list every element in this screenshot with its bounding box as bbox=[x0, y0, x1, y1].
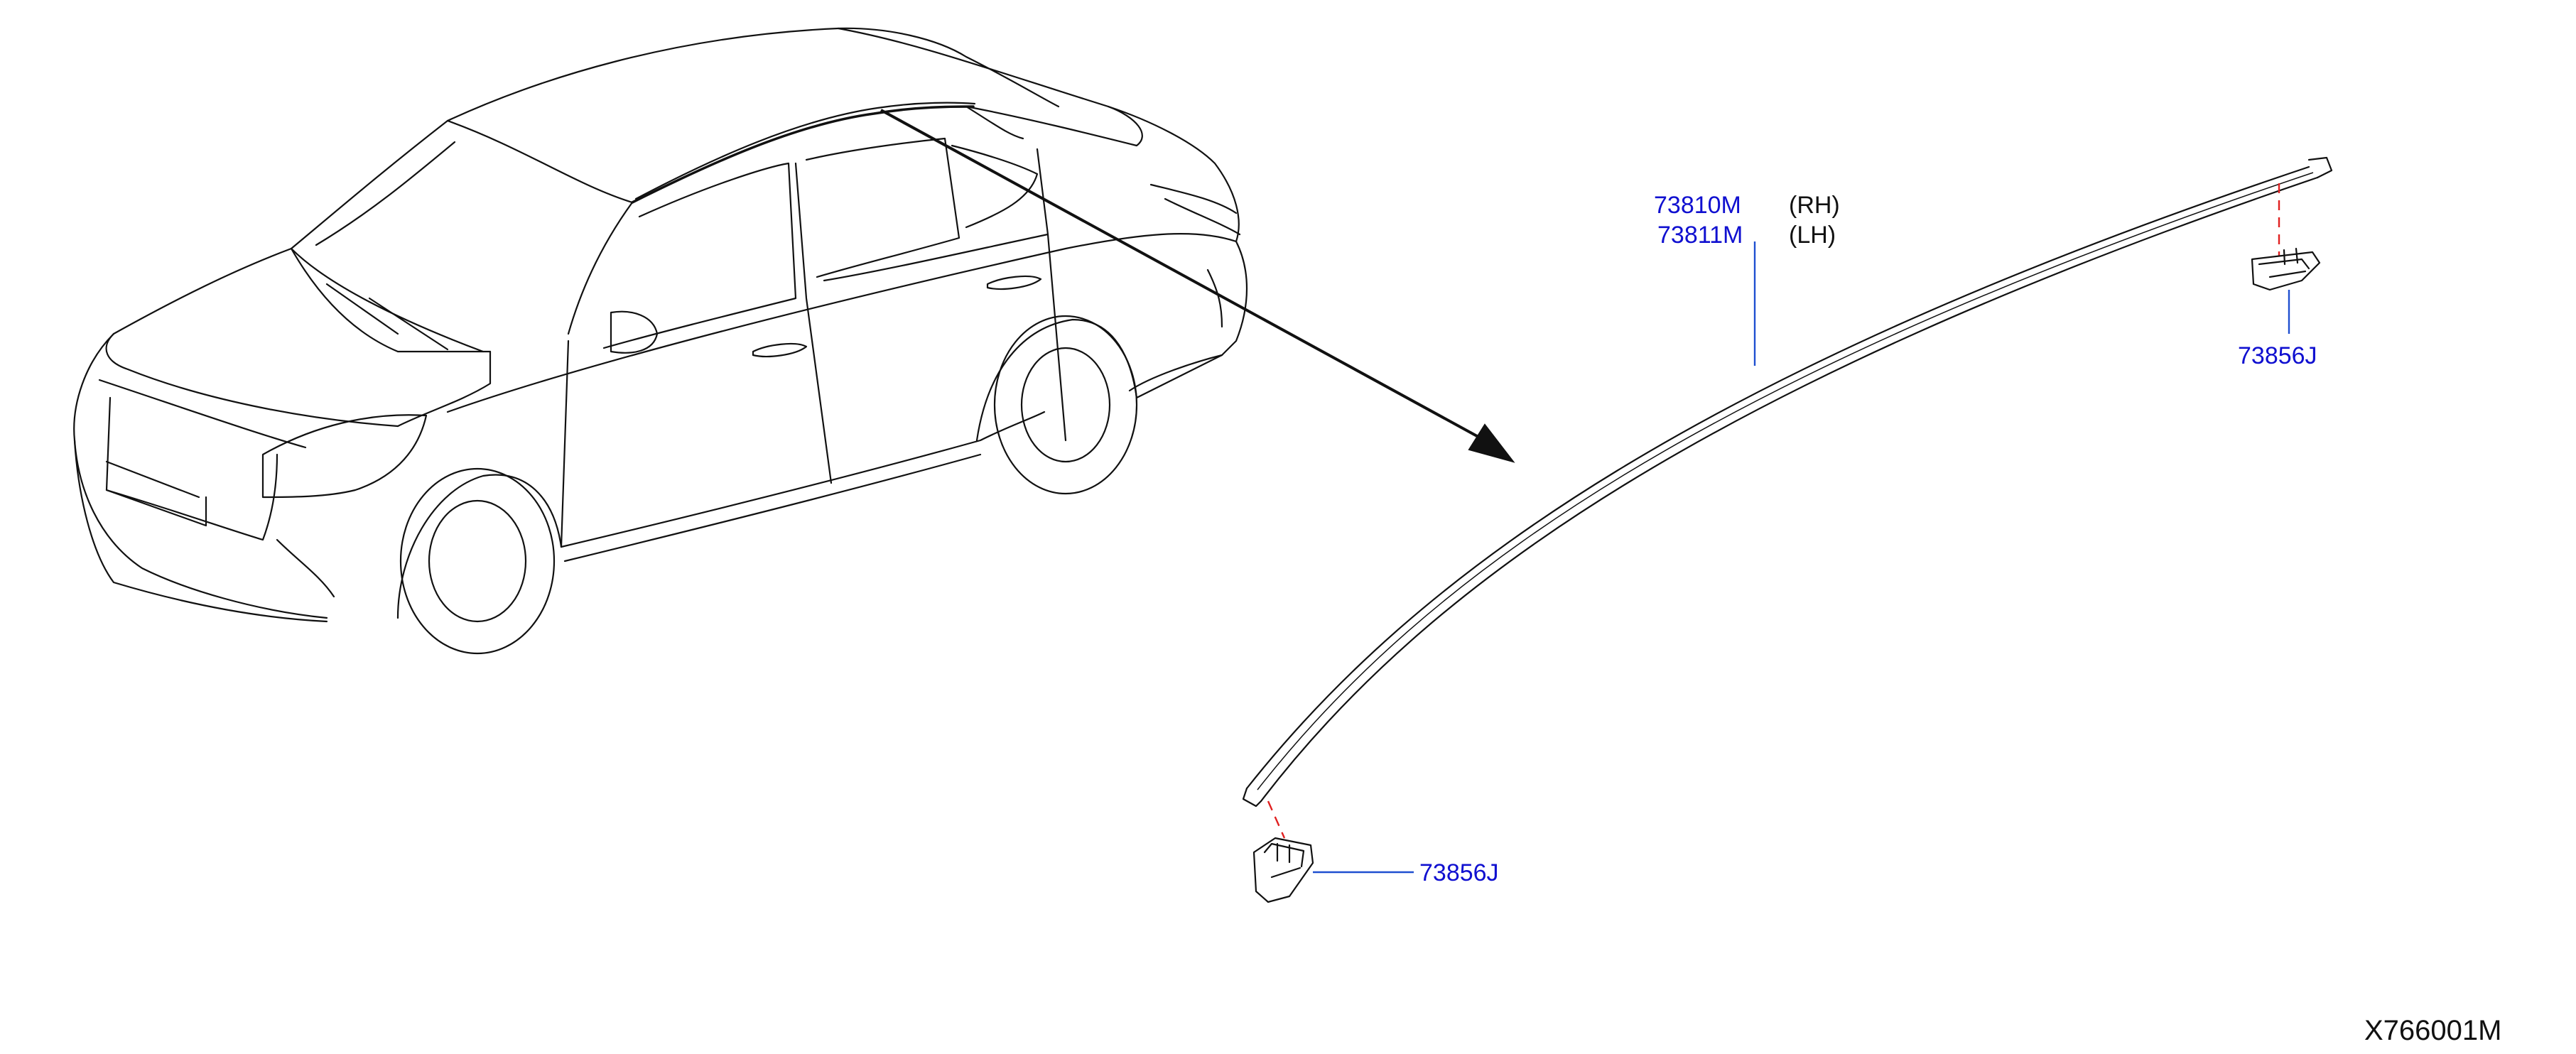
side-label-rh: (RH) bbox=[1789, 192, 1840, 219]
clip-bottom bbox=[1252, 800, 1414, 903]
part-number-lh: 73811M bbox=[1657, 222, 1743, 249]
clip-bottom-label: 73856J bbox=[1419, 859, 1499, 886]
roof-molding bbox=[1242, 156, 2333, 808]
clip-top bbox=[2251, 183, 2321, 334]
pointer-arrow bbox=[880, 109, 1515, 463]
clip-top-label: 73856J bbox=[2238, 342, 2317, 369]
figure-id: X766001M bbox=[2364, 1015, 2501, 1046]
part-number-rh: 73810M bbox=[1654, 192, 1741, 219]
car-illustration bbox=[73, 27, 1248, 655]
side-label-lh: (LH) bbox=[1789, 222, 1836, 249]
